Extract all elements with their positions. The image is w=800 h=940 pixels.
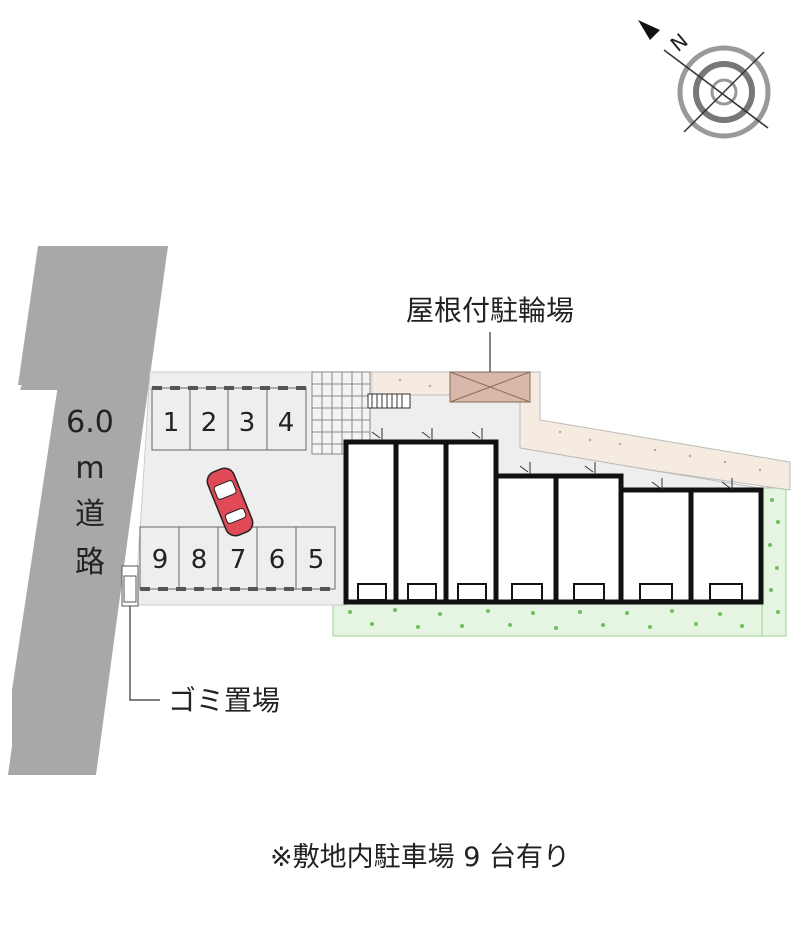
gravel-texture — [398, 378, 762, 472]
unit-2 — [393, 439, 449, 605]
unit-3 — [443, 439, 499, 605]
road-width: 6.0 — [66, 405, 114, 440]
garbage-bin — [123, 575, 137, 603]
lawn-right — [761, 487, 787, 637]
parking-space-6: 6 — [269, 545, 286, 575]
footnote: ※敷地内駐車場 9 台有り — [270, 842, 570, 873]
road-shape — [8, 246, 167, 775]
parking-space-7: 7 — [230, 545, 247, 575]
compass-north-letter: N — [666, 28, 693, 56]
garbage-leader — [129, 606, 160, 701]
unit-doors — [357, 583, 743, 601]
covered-bicycle-parking — [449, 371, 531, 403]
building — [343, 439, 764, 605]
car-icon — [206, 467, 254, 537]
unit-4 — [493, 473, 559, 605]
unit-7 — [688, 487, 764, 605]
compass-icon — [638, 20, 771, 139]
parking-space-3: 3 — [239, 408, 256, 438]
entrance-marks — [371, 428, 733, 490]
road-name-char-1: 道 — [75, 497, 105, 532]
parking-space-2: 2 — [201, 408, 218, 438]
bicycle-parking-label: 屋根付駐輪場 — [406, 294, 574, 327]
lawn-texture — [348, 498, 780, 630]
parking-space-9: 9 — [152, 545, 169, 575]
parking-space-8: 8 — [191, 545, 208, 575]
parking-space-4: 4 — [278, 408, 295, 438]
parking-space-5: 5 — [308, 545, 325, 575]
parking-row-top — [151, 386, 307, 451]
unit-1 — [343, 439, 399, 605]
garbage-label: ゴミ置場 — [168, 684, 280, 717]
staircase — [367, 393, 411, 409]
road-unit: m — [75, 451, 104, 486]
parking-space-1: 1 — [163, 408, 180, 438]
road-name-char-2: 路 — [75, 545, 105, 580]
